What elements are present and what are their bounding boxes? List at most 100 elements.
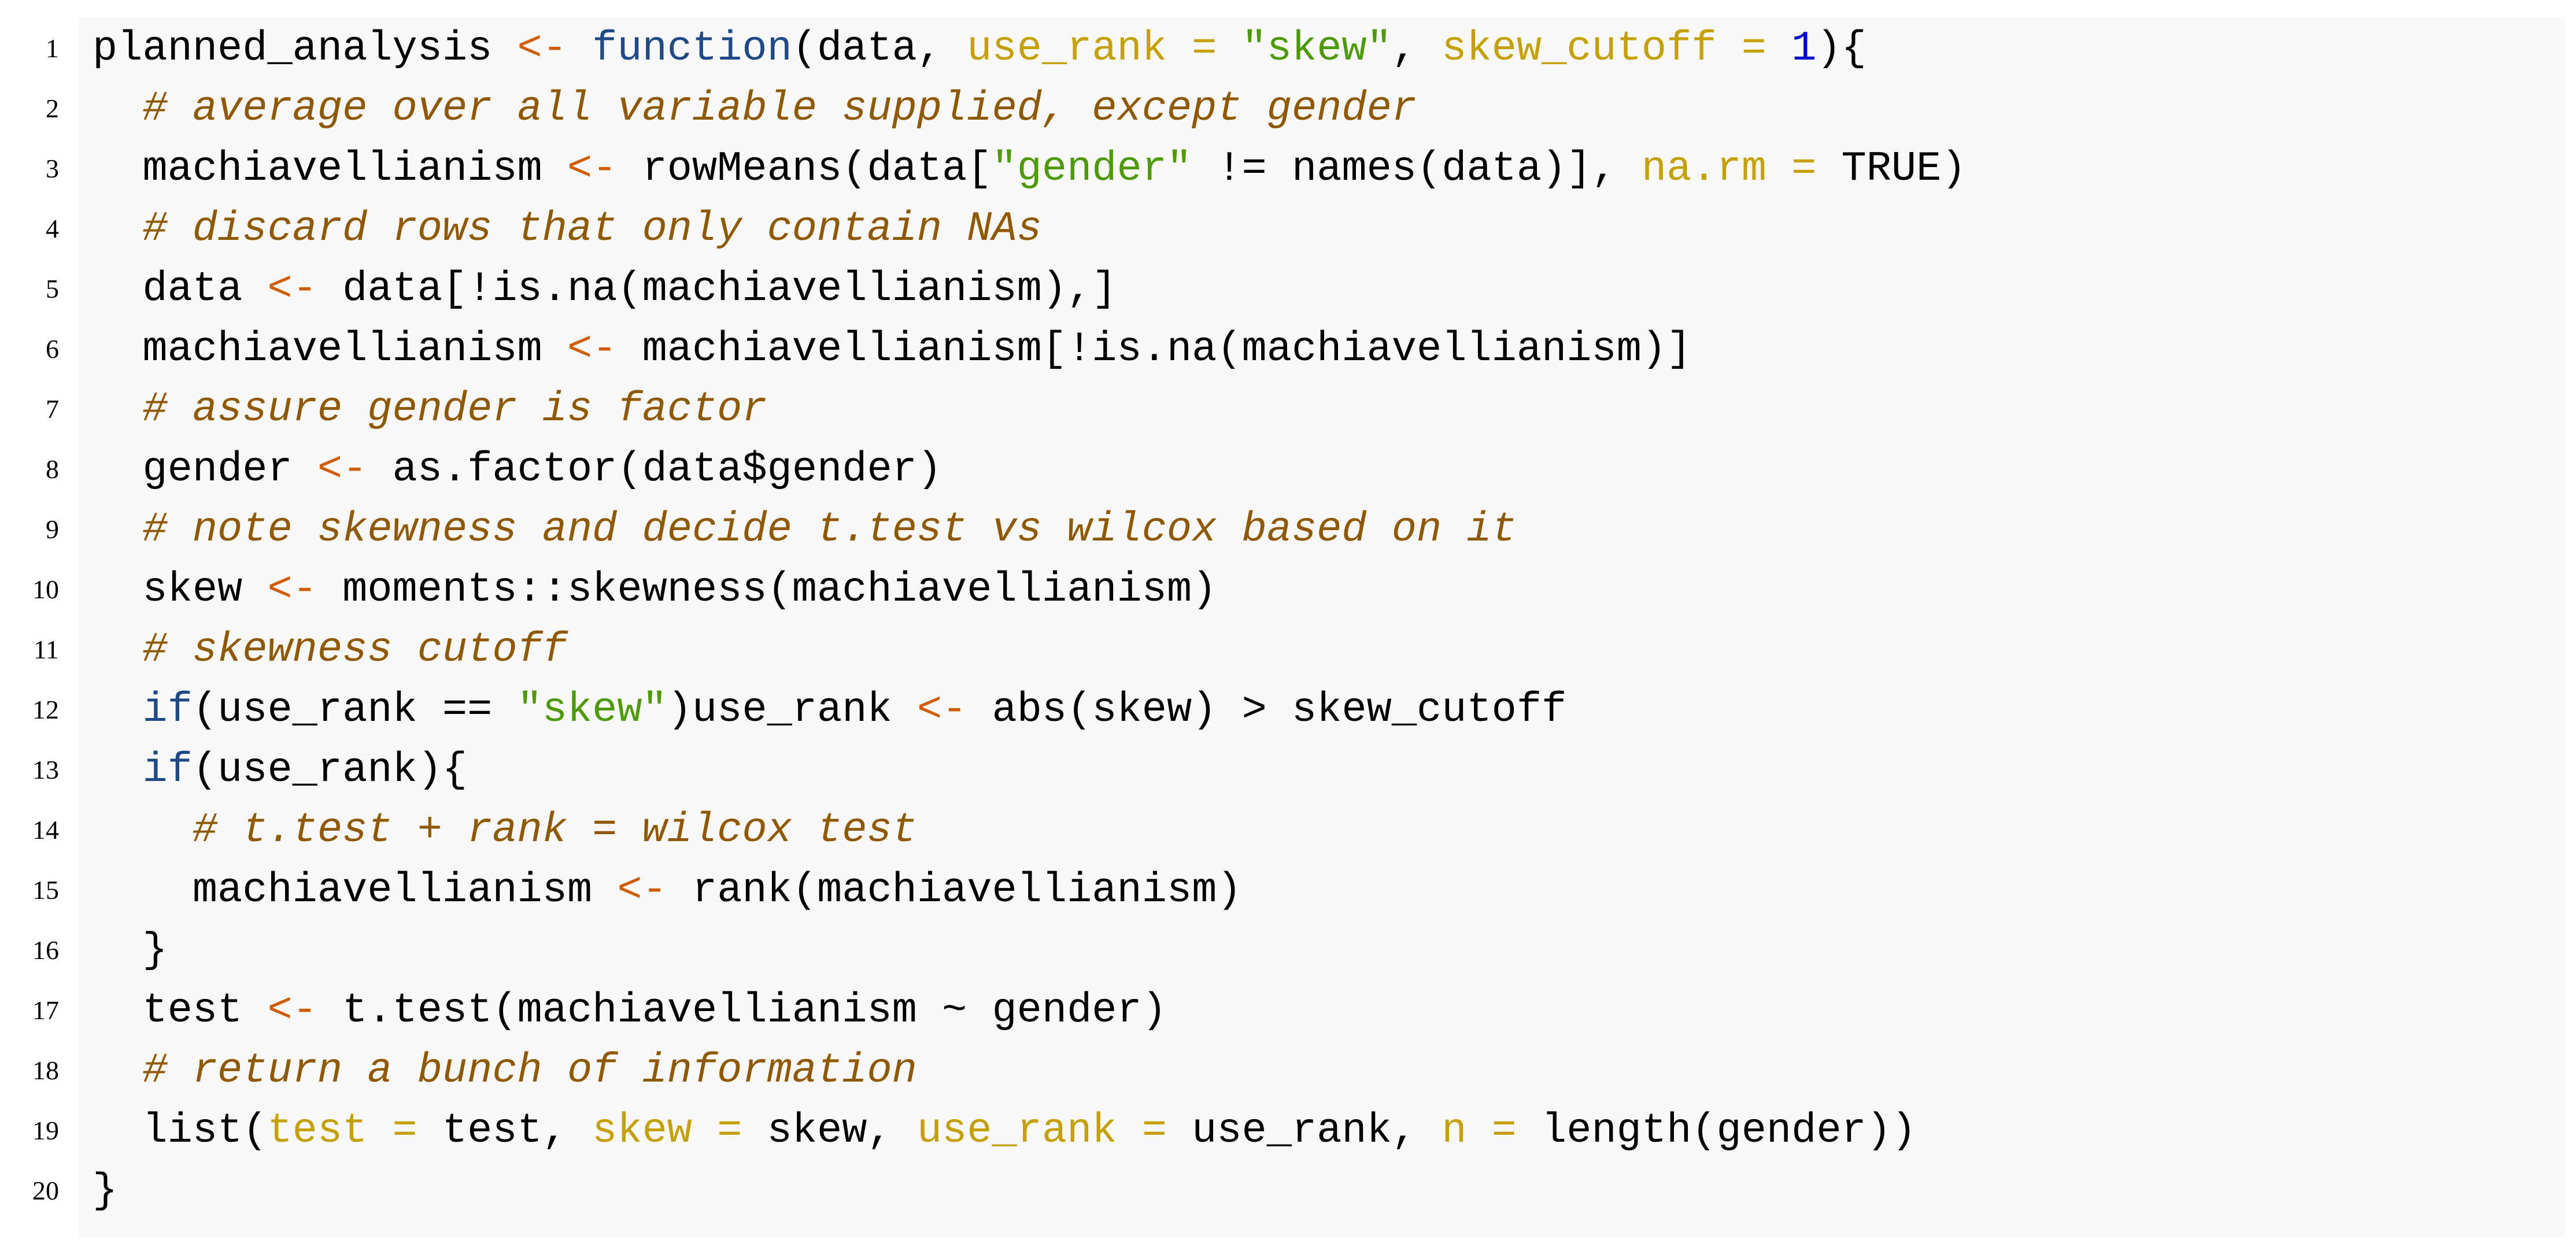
code-token: # assure gender is factor — [142, 386, 767, 433]
code-token: na.rm = — [1641, 145, 1817, 192]
code-token — [93, 506, 142, 553]
code-token: <- — [517, 25, 567, 72]
code-token: as.factor(data$gender) — [367, 446, 943, 493]
line-number: 2 — [46, 94, 59, 123]
code-token: abs(skew) > skew_cutoff — [967, 686, 1567, 734]
line-number: 5 — [46, 274, 59, 303]
line-number: 11 — [33, 635, 59, 664]
code-token: # skewness cutoff — [142, 626, 567, 673]
code-token: planned_analysis — [93, 25, 518, 72]
code-text: skew <- moments::skewness(machiavelliani… — [93, 560, 1217, 620]
code-text: machiavellianism <- rank(machiavellianis… — [93, 860, 1242, 920]
code-token: (use_rank){ — [192, 746, 468, 794]
code-token: test — [93, 987, 268, 1034]
code-token: <- — [567, 325, 618, 373]
line-number: 13 — [32, 755, 59, 784]
code-token: data[!is.na(machiavellianism),] — [317, 265, 1117, 313]
line-number: 9 — [46, 514, 59, 544]
code-token: <- — [317, 446, 368, 493]
code-token: "skew" — [517, 686, 667, 734]
code-token: TRUE) — [1816, 145, 1967, 192]
code-text: # skewness cutoff — [93, 620, 567, 680]
line-number: 12 — [32, 695, 59, 724]
code-token: <- — [267, 566, 317, 613]
code-text: if(use_rank){ — [93, 740, 467, 800]
code-token: skew, — [742, 1107, 917, 1154]
line-number: 6 — [46, 334, 59, 364]
line-number: 1 — [46, 34, 59, 63]
code-token: # note skewness and decide t.test vs wil… — [142, 506, 1517, 553]
code-token — [93, 806, 193, 854]
code-token: function — [592, 25, 792, 72]
line-number: 7 — [46, 394, 59, 424]
code-token: n = — [1442, 1107, 1517, 1154]
code-token: 1 — [1791, 25, 1817, 72]
code-token: skew_cutoff = — [1442, 25, 1766, 72]
code-token: "skew" — [1241, 25, 1392, 72]
code-token: (use_rank == — [192, 686, 518, 734]
code-token — [93, 386, 142, 433]
code-text: gender <- as.factor(data$gender) — [93, 439, 942, 499]
line-number: 8 — [46, 454, 59, 484]
code-token: moments::skewness(machiavellianism) — [317, 566, 1217, 613]
code-token: <- — [567, 145, 618, 192]
code-token: <- — [617, 867, 667, 914]
line-number: 3 — [46, 154, 59, 183]
code-token: # average over all variable supplied, ex… — [142, 85, 1417, 132]
code-token: # discard rows that only contain NAs — [142, 205, 1042, 253]
code-text: data <- data[!is.na(machiavellianism),] — [93, 259, 1117, 319]
line-number: 4 — [46, 214, 59, 243]
code-text: machiavellianism <- machiavellianism[!is… — [93, 319, 1691, 379]
line-number: 18 — [32, 1056, 59, 1085]
code-text: test <- t.test(machiavellianism ~ gender… — [93, 980, 1167, 1041]
code-token: test, — [417, 1107, 593, 1154]
code-token: != names(data)], — [1192, 145, 1642, 192]
code-token — [93, 686, 142, 734]
code-token — [1217, 25, 1241, 72]
line-number: 19 — [32, 1116, 59, 1145]
code-token — [93, 746, 142, 794]
code-token: use_rank, — [1166, 1107, 1442, 1154]
code-token: if — [142, 746, 193, 794]
code-token: # return a bunch of information — [142, 1047, 917, 1094]
code-token: rank(machiavellianism) — [667, 867, 1242, 914]
code-text: if(use_rank == "skew")use_rank <- abs(sk… — [93, 680, 1566, 740]
code-token: t.test(machiavellianism ~ gender) — [317, 987, 1167, 1034]
code-token: "gender" — [992, 145, 1192, 192]
code-token: machiavellianism — [93, 325, 567, 373]
code-text: # note skewness and decide t.test vs wil… — [93, 499, 1517, 560]
code-token: <- — [916, 686, 967, 734]
code-token — [567, 25, 592, 72]
code-token — [93, 626, 142, 673]
code-token — [1766, 25, 1791, 72]
line-number: 20 — [32, 1176, 59, 1205]
code-text: # average over all variable supplied, ex… — [93, 79, 1417, 139]
code-text: planned_analysis <- function(data, use_r… — [93, 18, 1867, 79]
code-token: use_rank = — [916, 1107, 1167, 1154]
code-text: } — [93, 920, 167, 980]
code-text: # return a bunch of information — [93, 1041, 917, 1101]
code-token: machiavellianism — [93, 145, 567, 192]
code-token: )use_rank — [667, 686, 917, 734]
code-token: , — [1391, 25, 1442, 72]
code-token: machiavellianism[!is.na(machiavellianism… — [617, 325, 1692, 373]
code-text: machiavellianism <- rowMeans(data["gende… — [93, 139, 1967, 199]
code-token: <- — [267, 987, 317, 1034]
line-number: 10 — [32, 575, 59, 604]
code-token — [93, 1047, 142, 1094]
code-token: data — [93, 265, 268, 313]
code-token: use_rank = — [967, 25, 1217, 72]
code-token — [93, 85, 142, 132]
code-text: # discard rows that only contain NAs — [93, 199, 1042, 259]
code-token: rowMeans(data[ — [617, 145, 992, 192]
code-text: # t.test + rank = wilcox test — [93, 800, 917, 860]
code-token: ){ — [1816, 25, 1867, 72]
code-token: machiavellianism — [93, 867, 618, 914]
code-token: # t.test + rank = wilcox test — [192, 806, 917, 854]
line-number: 16 — [32, 935, 59, 965]
code-token: gender — [93, 446, 317, 493]
code-text: list(test = test, skew = skew, use_rank … — [93, 1101, 1916, 1161]
code-token: } — [93, 1167, 118, 1215]
line-number: 15 — [32, 875, 59, 905]
code-token: if — [142, 686, 193, 734]
